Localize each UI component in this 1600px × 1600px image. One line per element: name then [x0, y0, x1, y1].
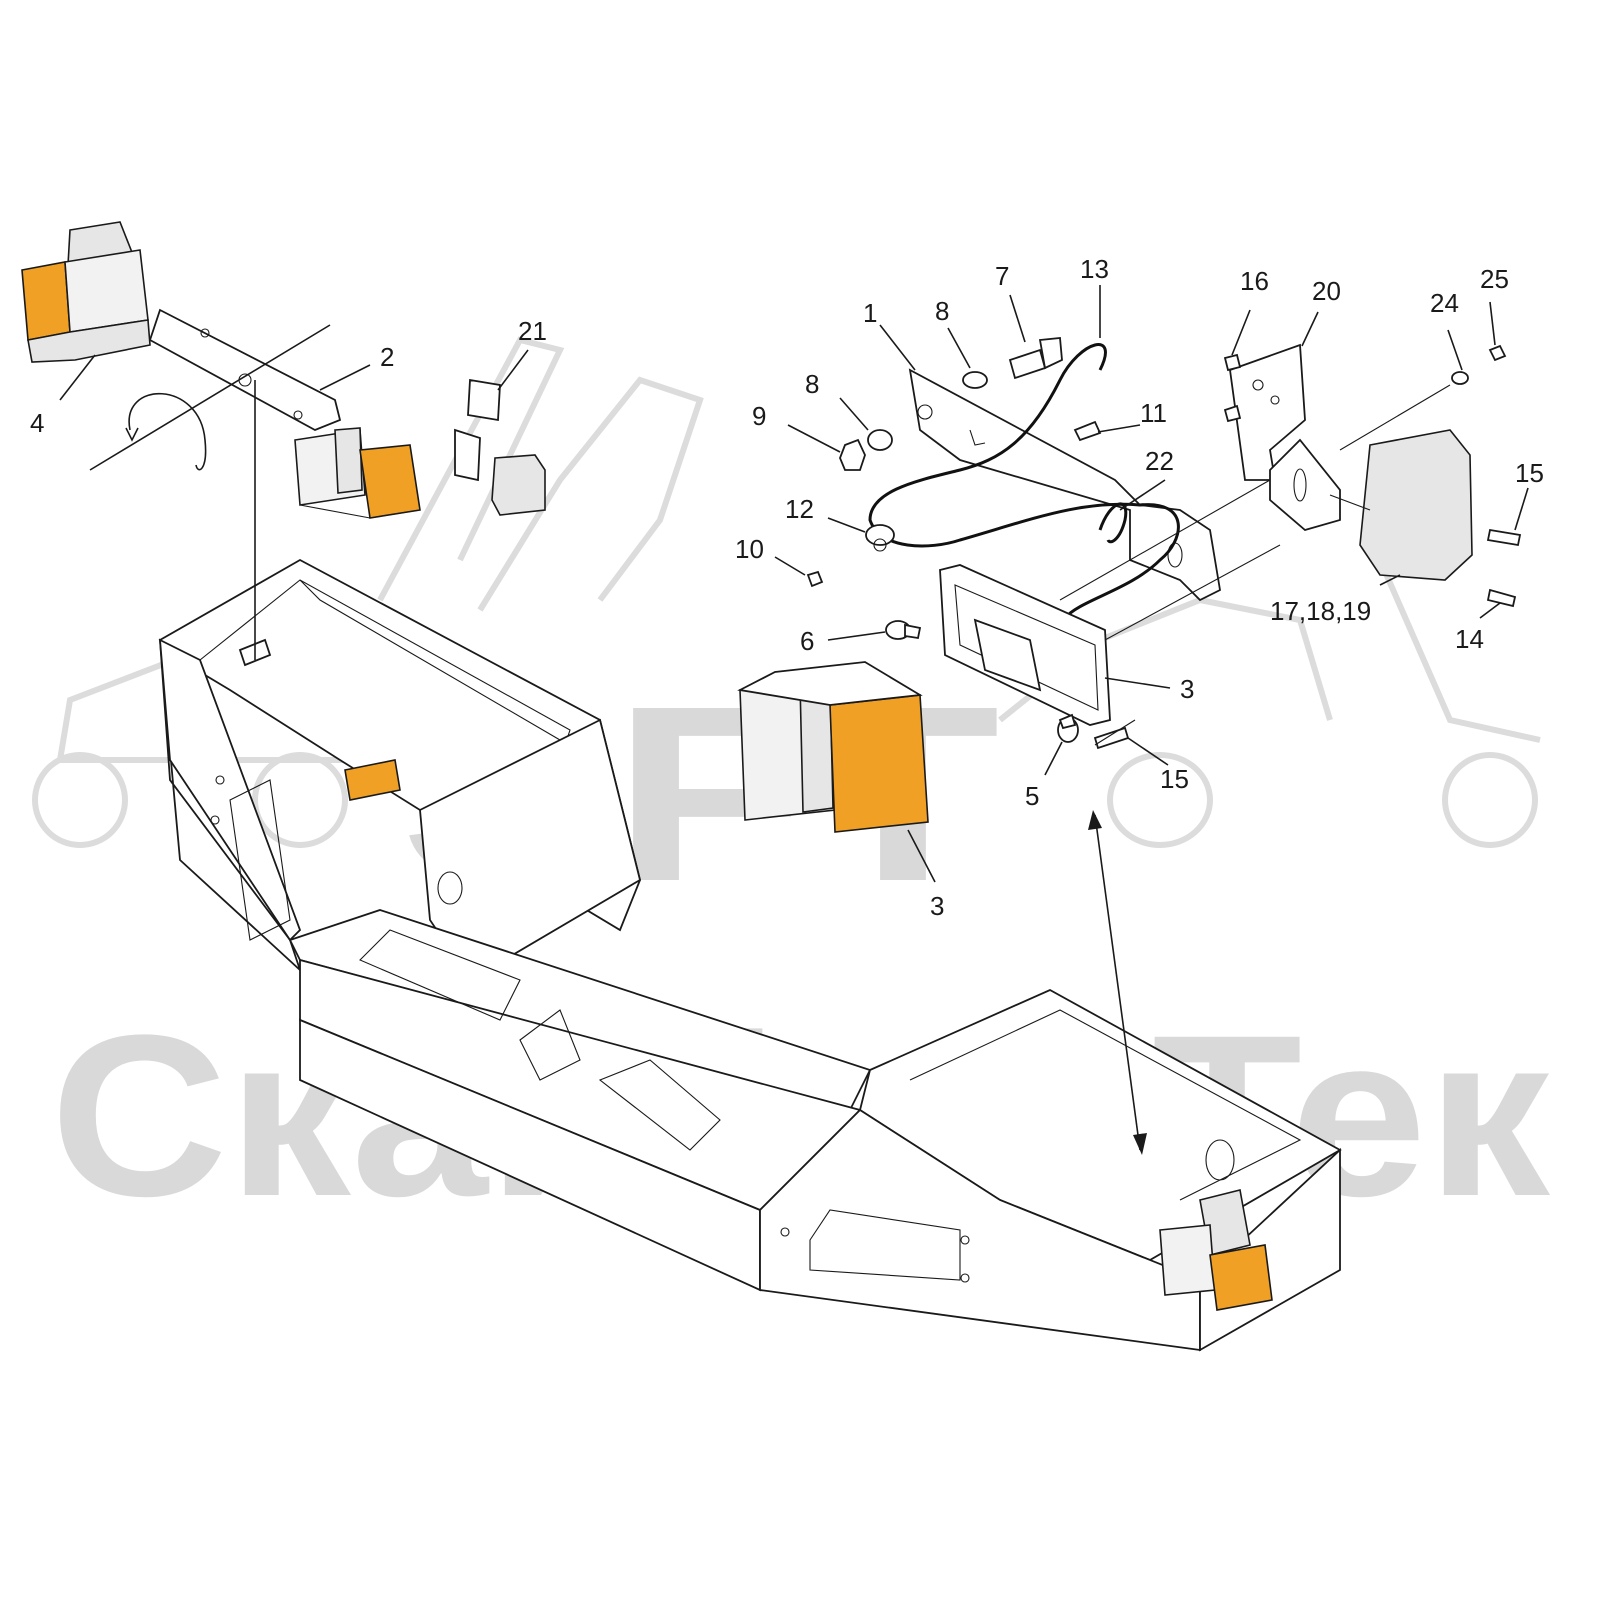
- callout-22: 22: [1145, 446, 1174, 476]
- callout-7: 7: [995, 261, 1009, 291]
- lamp-3-large: [737, 661, 929, 833]
- nut-10: [806, 570, 824, 588]
- bolt-7: [1008, 337, 1063, 380]
- callout-4: 4: [30, 408, 44, 438]
- callout-24: 24: [1430, 288, 1459, 318]
- washer-8-lower: [867, 429, 893, 451]
- callout-15-upper: 15: [1515, 458, 1544, 488]
- callout-12: 12: [785, 494, 814, 524]
- callout-numbers: 1 2 3 3 4 5 6 7 8 8 9 10 11 12 13 14 15 …: [30, 254, 1544, 921]
- callout-11: 11: [1140, 398, 1167, 428]
- washer-8-upper: [962, 371, 988, 389]
- callout-21: 21: [518, 316, 547, 346]
- callout-5: 5: [1025, 781, 1039, 811]
- connector-12: [865, 524, 895, 552]
- nut-16-lower: [1223, 404, 1242, 423]
- screw-14: [1486, 588, 1517, 608]
- callout-16: 16: [1240, 266, 1269, 296]
- plate-20: [1229, 343, 1341, 531]
- callout-20: 20: [1312, 276, 1341, 306]
- bulb-6: [885, 620, 922, 640]
- assembly-arrow: [1088, 810, 1147, 1155]
- callout-2: 2: [380, 342, 394, 372]
- wire-harness-13: [868, 343, 1180, 620]
- screw-15-upper: [1486, 528, 1522, 547]
- nut-25: [1488, 344, 1507, 362]
- screw-15-lower: [1093, 726, 1130, 750]
- alignment-lines: [1059, 384, 1451, 746]
- lamp-4-lens: [64, 249, 149, 333]
- frame-amber-reflector: [344, 759, 401, 801]
- part-21-bracket-and-cap: [454, 378, 546, 516]
- leader-lines: [59, 285, 1529, 883]
- callout-25: 25: [1480, 264, 1509, 294]
- callout-14: 14: [1455, 624, 1484, 654]
- callout-10: 10: [735, 534, 764, 564]
- wire-tie-22: [1098, 502, 1128, 544]
- callout-15-lower: 15: [1160, 764, 1189, 794]
- lamp-3-amber-section: [829, 694, 929, 833]
- callout-8-upper: 8: [935, 296, 949, 326]
- washer-24: [1451, 371, 1469, 385]
- callout-3-lower: 3: [930, 891, 944, 921]
- nut-9: [839, 438, 866, 471]
- lamp-on-bracket: [294, 427, 421, 519]
- callout-8-lower: 8: [805, 369, 819, 399]
- bulb-5: [1057, 713, 1079, 743]
- nut-16-upper: [1223, 353, 1242, 372]
- rotation-arrow: [89, 324, 331, 660]
- callout-3-upper: 3: [1180, 674, 1194, 704]
- callout-6: 6: [800, 626, 814, 656]
- callout-17-18-19: 17,18,19: [1270, 596, 1371, 626]
- bolt-11: [1073, 420, 1102, 442]
- lamp-cover-17-18-19: [1359, 429, 1473, 581]
- tail-lamp-housing-3: [939, 564, 1111, 726]
- callout-1: 1: [863, 298, 877, 328]
- lamp-bracket-amber: [359, 444, 421, 519]
- callout-9: 9: [752, 401, 766, 431]
- lamp-4-amber-section: [21, 261, 71, 341]
- frame-lamp-amber: [1209, 1244, 1273, 1311]
- frame-lamp-right: [1159, 1189, 1273, 1311]
- callout-13: 13: [1080, 254, 1109, 284]
- left-lamp-assembly: [21, 221, 342, 431]
